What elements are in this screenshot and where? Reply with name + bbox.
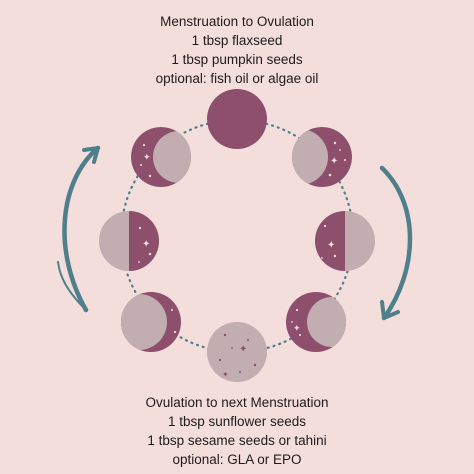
svg-text:✦: ✦ — [142, 239, 150, 250]
waxing-crescent-icon: ✦ — [292, 127, 352, 187]
svg-text:✦: ✦ — [143, 153, 151, 163]
phase-two-item-2: 1 tbsp sesame seeds or tahini — [147, 433, 327, 448]
svg-text:✦: ✦ — [293, 324, 301, 334]
cycle-arrow-icon — [57, 145, 101, 313]
full-moon-icon: ✦ ✦ — [207, 322, 267, 382]
last-quarter-icon: ✦ — [99, 211, 159, 271]
waxing-gibbous-icon: ✦ — [286, 292, 346, 352]
waning-crescent-icon: ✦ — [131, 127, 191, 187]
phase-one-text: Menstruation to Ovulation 1 tbsp flaxsee… — [0, 12, 474, 88]
phase-one-title: Menstruation to Ovulation — [160, 14, 314, 29]
waning-gibbous-icon — [121, 292, 181, 352]
svg-text:✦: ✦ — [239, 344, 247, 355]
phase-one-optional: optional: fish oil or algae oil — [155, 71, 319, 86]
first-quarter-icon: ✦ — [315, 211, 375, 271]
phase-one-item-2: 1 tbsp pumpkin seeds — [171, 52, 303, 67]
svg-text:✦: ✦ — [327, 240, 335, 251]
new-moon-icon — [207, 89, 267, 149]
phase-two-text: Ovulation to next Menstruation 1 tbsp su… — [0, 393, 474, 469]
phase-two-title: Ovulation to next Menstruation — [145, 395, 329, 410]
phase-one-item-1: 1 tbsp flaxseed — [191, 33, 283, 48]
cycle-arrow-icon — [379, 165, 413, 321]
svg-text:✦: ✦ — [330, 156, 338, 167]
phase-two-optional: optional: GLA or EPO — [172, 452, 302, 467]
svg-text:✦: ✦ — [222, 370, 229, 379]
phase-two-item-1: 1 tbsp sunflower seeds — [167, 414, 307, 429]
